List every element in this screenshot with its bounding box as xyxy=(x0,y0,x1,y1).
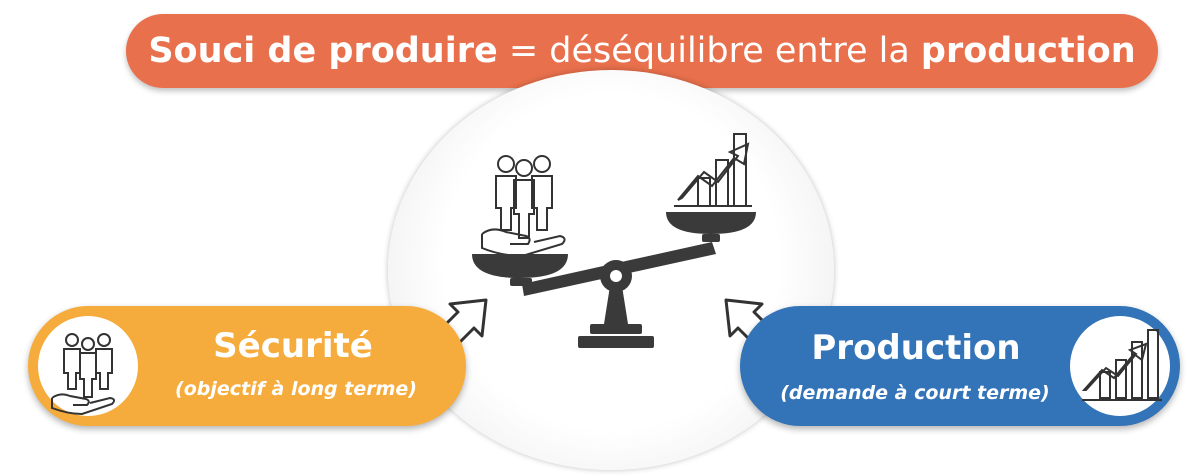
people-in-hand-icon xyxy=(51,333,116,416)
right-pan xyxy=(666,212,756,242)
balance-scale-icon xyxy=(472,133,756,348)
security-icon-circle xyxy=(38,316,138,416)
scale-stand xyxy=(604,286,628,324)
banner-bold-lead: Souci de produire xyxy=(148,31,498,71)
production-title: Production xyxy=(811,328,1021,368)
security-title: Sécurité xyxy=(213,326,373,366)
security-pill: Sécurité (objectif à long terme) xyxy=(28,306,466,426)
growth-chart-icon xyxy=(674,133,752,207)
production-icon-circle xyxy=(1070,316,1170,416)
banner-bold-end: production xyxy=(920,31,1136,71)
growth-chart-icon xyxy=(1081,329,1162,401)
title-banner: Souci de produire = déséquilibre entre l… xyxy=(126,14,1158,88)
banner-text: = déséquilibre entre la xyxy=(497,31,921,71)
security-subtitle: (objectif à long terme) xyxy=(175,378,417,400)
people-in-hand-icon xyxy=(481,155,566,258)
production-subtitle: (demande à court terme) xyxy=(780,382,1050,404)
production-pill: Production (demande à court terme) xyxy=(740,306,1180,426)
